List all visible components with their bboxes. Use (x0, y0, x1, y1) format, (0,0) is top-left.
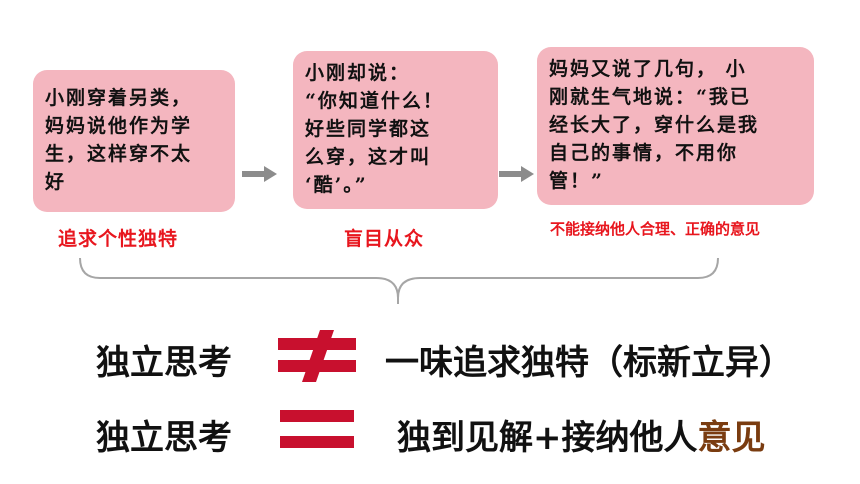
row2-left-text: 独立思考 (96, 418, 232, 458)
equals-icon (280, 410, 354, 448)
story-box-3: 妈妈又说了几句， 小 刚就生气地说：“我已 经长大了，穿什么是我 自己的事情，不… (537, 47, 814, 205)
story-box-1: 小刚穿着另类， 妈妈说他作为学 生，这样穿不太 好 (33, 70, 235, 212)
row2-right-accent: 意见 (697, 418, 766, 458)
right-arrow-icon (499, 166, 534, 182)
row2-right-text: 独到见解+接纳他人意见 (397, 410, 766, 459)
row1-right-text: 一味追求独特（标新立异） (385, 343, 793, 383)
right-arrow-icon (242, 166, 277, 182)
row1-left-text: 独立思考 (96, 343, 232, 383)
caption-1: 追求个性独特 (58, 228, 179, 250)
bracket-brace (79, 257, 719, 304)
row2-right-main: 独到见解+接纳他人 (397, 418, 698, 458)
story-box-2: 小刚却说： “你知道什么！ 好些同学都这 么穿，这才叫 ‘酷’。” (293, 51, 498, 209)
caption-2: 盲目从众 (344, 228, 425, 250)
not-equal-icon (278, 330, 356, 382)
caption-3: 不能接纳他人合理、正确的意见 (550, 220, 761, 238)
